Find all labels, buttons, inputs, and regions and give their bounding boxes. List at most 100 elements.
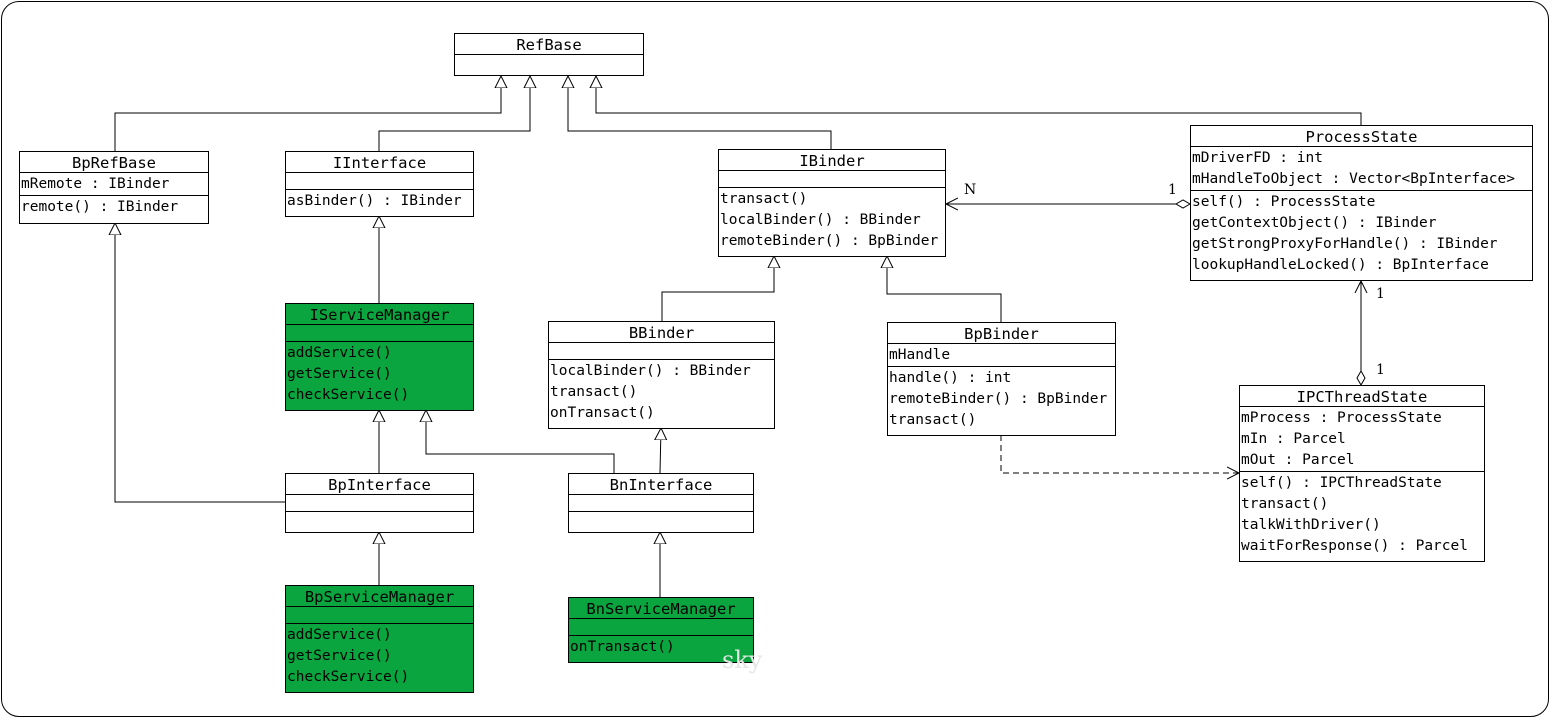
- method: talkWithDriver(): [1241, 517, 1381, 533]
- class-bpbinder: BpBinder mHandle handle() : int remoteBi…: [887, 322, 1116, 436]
- method: asBinder() : IBinder: [287, 193, 462, 209]
- inherit-ibinder-refbase: [568, 76, 832, 149]
- class-iservicemanager: IServiceManager addService() getService(…: [285, 303, 474, 411]
- class-processstate-methods: self() : ProcessState getContextObject()…: [1191, 191, 1532, 276]
- method: waitForResponse() : Parcel: [1241, 538, 1468, 554]
- class-ibinder: IBinder transact() localBinder() : BBind…: [718, 149, 946, 257]
- method: onTransact(): [550, 405, 655, 421]
- method: transact(): [720, 191, 808, 207]
- method: self() : IPCThreadState: [1241, 475, 1442, 491]
- class-iinterface-name: IInterface: [286, 152, 473, 173]
- class-bprefbase: BpRefBase mRemote : IBinder remote() : I…: [19, 151, 209, 224]
- method: addService(): [287, 627, 392, 643]
- method: transact(): [550, 384, 638, 400]
- class-refbase-attributes: [455, 55, 643, 72]
- class-ipcthreadstate: IPCThreadState mProcess : ProcessState m…: [1239, 385, 1485, 562]
- class-bninterface-name: BnInterface: [569, 474, 753, 495]
- class-ibinder-methods: transact() localBinder() : BBinder remot…: [719, 188, 945, 252]
- class-bpservicemanager-methods: addService() getService() checkService(): [286, 624, 473, 688]
- class-bnservicemanager: BnServiceManager onTransact(): [568, 597, 754, 663]
- class-bnservicemanager-methods: onTransact(): [569, 636, 753, 658]
- class-bnservicemanager-name: BnServiceManager: [569, 598, 753, 619]
- class-bpinterface-name: BpInterface: [286, 474, 473, 495]
- class-ibinder-name: IBinder: [719, 150, 945, 171]
- attribute: mDriverFD : int: [1192, 150, 1323, 166]
- attribute: mRemote : IBinder: [21, 176, 170, 192]
- class-bninterface-methods: [569, 512, 753, 529]
- class-bnservicemanager-attributes: [569, 619, 753, 636]
- method: checkService(): [287, 387, 410, 403]
- class-bpbinder-methods: handle() : int remoteBinder() : BpBinder…: [888, 367, 1115, 431]
- attribute: mIn : Parcel: [1241, 431, 1346, 447]
- class-ibinder-attributes: [719, 171, 945, 188]
- class-bpinterface-attributes: [286, 495, 473, 512]
- method: getService(): [287, 648, 392, 664]
- class-refbase: RefBase: [454, 33, 644, 76]
- method: localBinder() : BBinder: [550, 363, 751, 379]
- method: handle() : int: [889, 370, 1012, 386]
- multiplicity-processstate-left: 1: [1168, 182, 1177, 198]
- class-iservicemanager-name: IServiceManager: [286, 304, 473, 325]
- inherit-bprefbase-refbase: [114, 76, 501, 151]
- method: remoteBinder() : BpBinder: [720, 233, 939, 249]
- method: checkService(): [287, 669, 410, 685]
- method: getStrongProxyForHandle() : IBinder: [1192, 236, 1498, 252]
- inherit-bbinder-ibinder: [661, 256, 774, 321]
- watermark: sky: [722, 646, 763, 674]
- class-iservicemanager-attributes: [286, 325, 473, 342]
- class-bbinder-name: BBinder: [549, 322, 774, 343]
- class-bpservicemanager-name: BpServiceManager: [286, 586, 473, 607]
- class-iinterface-attributes: [286, 173, 473, 190]
- multiplicity-processstate-bottom: 1: [1376, 286, 1385, 302]
- class-bpinterface-methods: [286, 512, 473, 529]
- attribute: mHandleToObject : Vector<BpInterface>: [1192, 171, 1516, 187]
- class-ipcthreadstate-methods: self() : IPCThreadState transact() talkW…: [1240, 472, 1484, 557]
- multiplicity-ipcthreadstate-top: 1: [1376, 362, 1385, 378]
- class-ipcthreadstate-attributes: mProcess : ProcessState mIn : Parcel mOu…: [1240, 407, 1484, 472]
- method: transact(): [1241, 496, 1329, 512]
- method: getContextObject() : IBinder: [1192, 215, 1437, 231]
- class-iinterface-methods: asBinder() : IBinder: [286, 190, 473, 212]
- class-bpbinder-name: BpBinder: [888, 323, 1115, 344]
- class-bprefbase-attributes: mRemote : IBinder: [20, 173, 208, 196]
- method: remoteBinder() : BpBinder: [889, 391, 1108, 407]
- attribute: mOut : Parcel: [1241, 452, 1355, 468]
- class-processstate-name: ProcessState: [1191, 126, 1532, 147]
- method: remote() : IBinder: [21, 199, 179, 215]
- class-bbinder-attributes: [549, 343, 774, 360]
- class-refbase-name: RefBase: [455, 34, 643, 55]
- multiplicity-ibinder-end: N: [964, 182, 977, 198]
- attribute: mProcess : ProcessState: [1241, 410, 1442, 426]
- class-iinterface: IInterface asBinder() : IBinder: [285, 151, 474, 217]
- method: localBinder() : BBinder: [720, 212, 921, 228]
- method: self() : ProcessState: [1192, 194, 1376, 210]
- class-bninterface-attributes: [569, 495, 753, 512]
- attribute: mHandle: [889, 347, 951, 363]
- class-bprefbase-name: BpRefBase: [20, 152, 208, 173]
- class-bpservicemanager: BpServiceManager addService() getService…: [285, 585, 474, 693]
- method: lookupHandleLocked() : BpInterface: [1192, 257, 1489, 273]
- class-processstate: ProcessState mDriverFD : int mHandleToOb…: [1190, 125, 1533, 281]
- class-ipcthreadstate-name: IPCThreadState: [1240, 386, 1484, 407]
- method: transact(): [889, 412, 977, 428]
- class-bninterface: BnInterface: [568, 473, 754, 533]
- dependency-bpbinder-ipcthreadstate: [1000, 435, 1239, 473]
- inherit-bninterface-bbinder: [660, 428, 661, 474]
- inherit-iinterface-refbase: [378, 76, 530, 151]
- class-iservicemanager-methods: addService() getService() checkService(): [286, 342, 473, 406]
- method: addService(): [287, 345, 392, 361]
- inherit-bninterface-iservicemanager: [426, 410, 615, 473]
- class-bpinterface: BpInterface: [285, 473, 474, 533]
- class-bprefbase-methods: remote() : IBinder: [20, 196, 208, 218]
- class-processstate-attributes: mDriverFD : int mHandleToObject : Vector…: [1191, 147, 1532, 191]
- inherit-bpinterface-bprefbase: [115, 223, 285, 503]
- class-bpbinder-attributes: mHandle: [888, 344, 1115, 367]
- inherit-processstate-refbase: [596, 76, 1362, 125]
- class-bbinder: BBinder localBinder() : BBinder transact…: [548, 321, 775, 429]
- inherit-bpbinder-ibinder: [887, 256, 1002, 322]
- method: getService(): [287, 366, 392, 382]
- class-bbinder-methods: localBinder() : BBinder transact() onTra…: [549, 360, 774, 424]
